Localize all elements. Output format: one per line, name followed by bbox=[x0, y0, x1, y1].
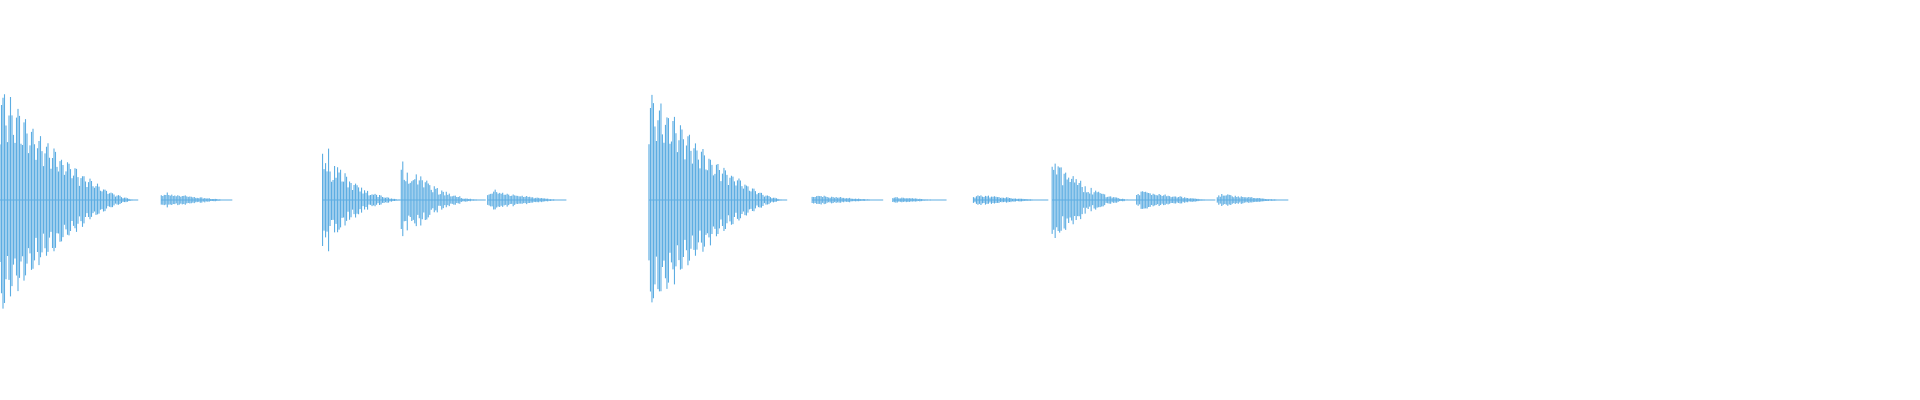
waveform-channel bbox=[0, 94, 1289, 309]
